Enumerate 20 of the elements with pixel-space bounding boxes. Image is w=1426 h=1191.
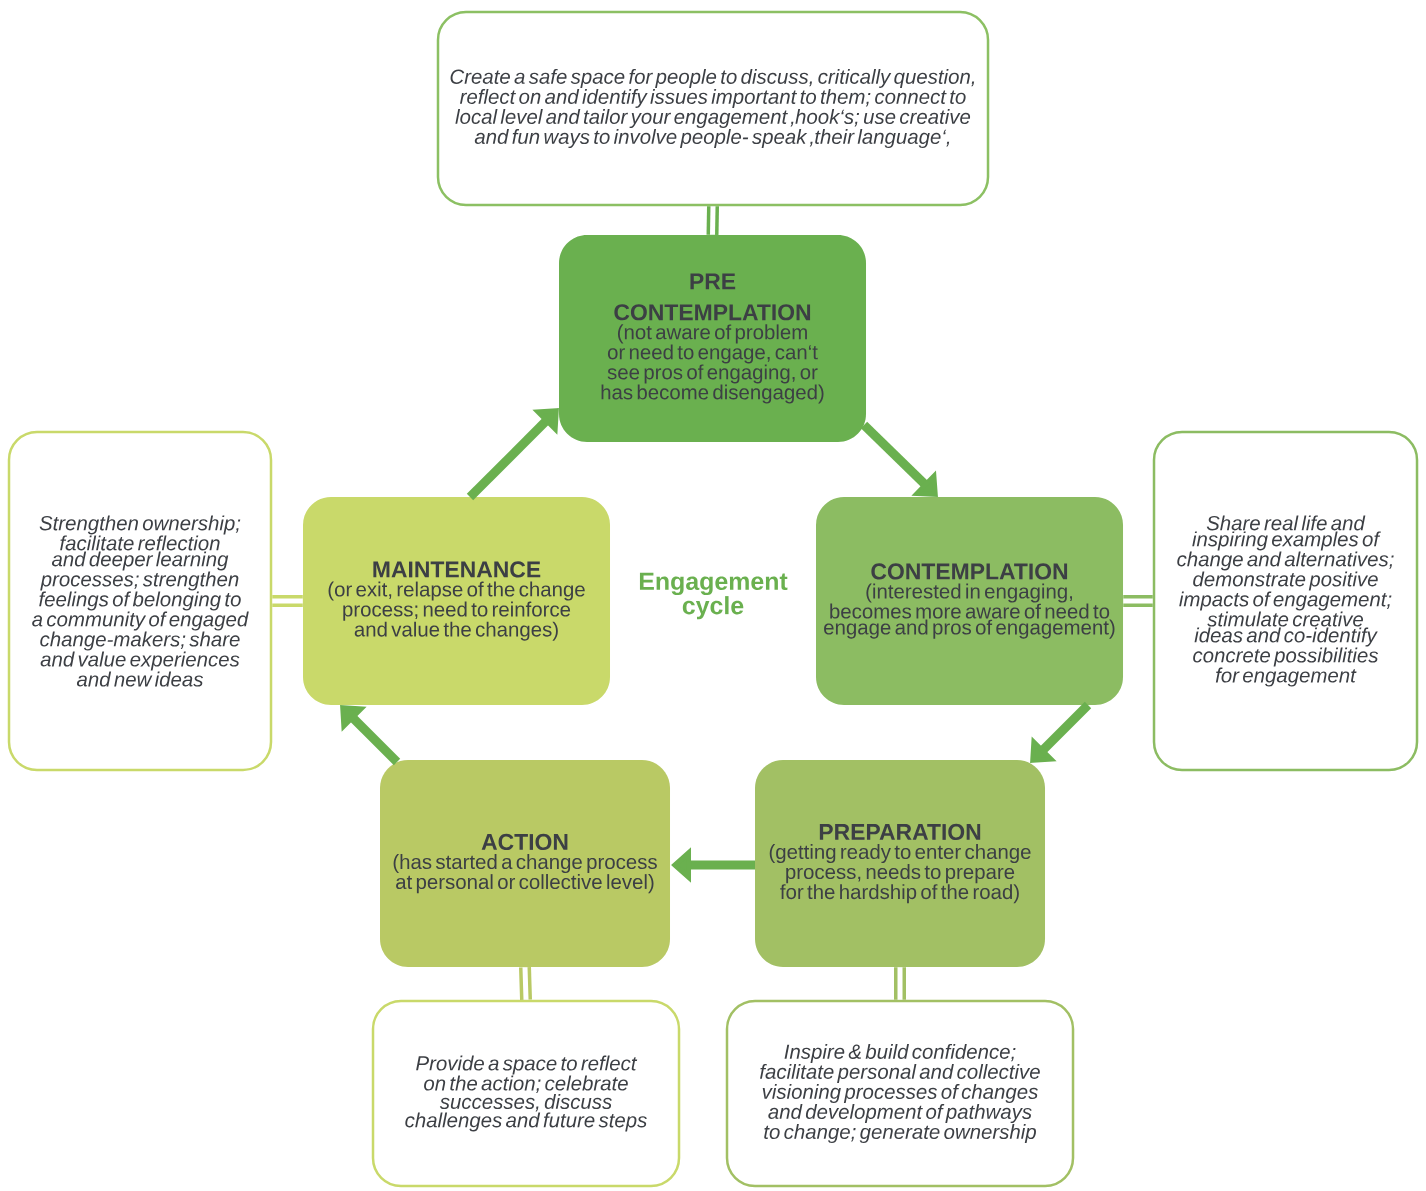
cycle-arrow [466, 408, 559, 501]
stage-box: PRE CONTEMPLATION (not aware of problem or need to engage, can‘t see pros of engaging, or has become disengaged) [559, 235, 866, 442]
stage-box: PREPARATION (getting ready to enter change process, needs to prepare for the hardship of the road) [755, 760, 1045, 967]
note-box: Inspire & build confidence; facilitate personal and collective visioning processes of changes and development of pathways to change; generate ownership [725, 999, 1075, 1188]
cycle-arrow [340, 705, 401, 766]
double-connector [894, 967, 906, 1000]
note-box: Create a safe space for people to discuss, critically question, reflect on and identify issues important to them; connect to local level and tailor your engagement ‚hook‘s; use creative and fun ways to involve people- speak ‚their language‘, [436, 10, 990, 207]
stage-box: CONTEMPLATION (interested in engaging, becomes more aware of need to engage and pros of engagement) [816, 497, 1123, 705]
stage-box: MAINTENANCE (or exit, relapse of the change process; need to reinforce and value the changes) [303, 497, 610, 705]
cycle-arrow [1030, 701, 1092, 763]
double-connector [272, 595, 303, 607]
stage-box: ACTION (has started a change process at personal or collective level) [380, 760, 670, 967]
center-label: Engagement cycle [639, 572, 788, 620]
note-box: Provide a space to reflect on the action; celebrate successes, discuss challenges and future steps [371, 999, 681, 1188]
double-connector [706, 206, 719, 235]
double-connector [519, 967, 532, 1000]
cycle-arrow [860, 421, 938, 497]
note-box: Strengthen ownership; facilitate reflection and deeper learning processes; strengthen feelings of belonging to a community of engaged change-makers; share and value experiences and new ideas [7, 430, 273, 772]
note-box: Share real life and inspiring examples of change and alternatives; demonstrate positive impacts of engagement; stimulate creative ideas and co-identify concrete possibilities for engagement [1152, 430, 1419, 772]
double-connector [1123, 595, 1153, 607]
